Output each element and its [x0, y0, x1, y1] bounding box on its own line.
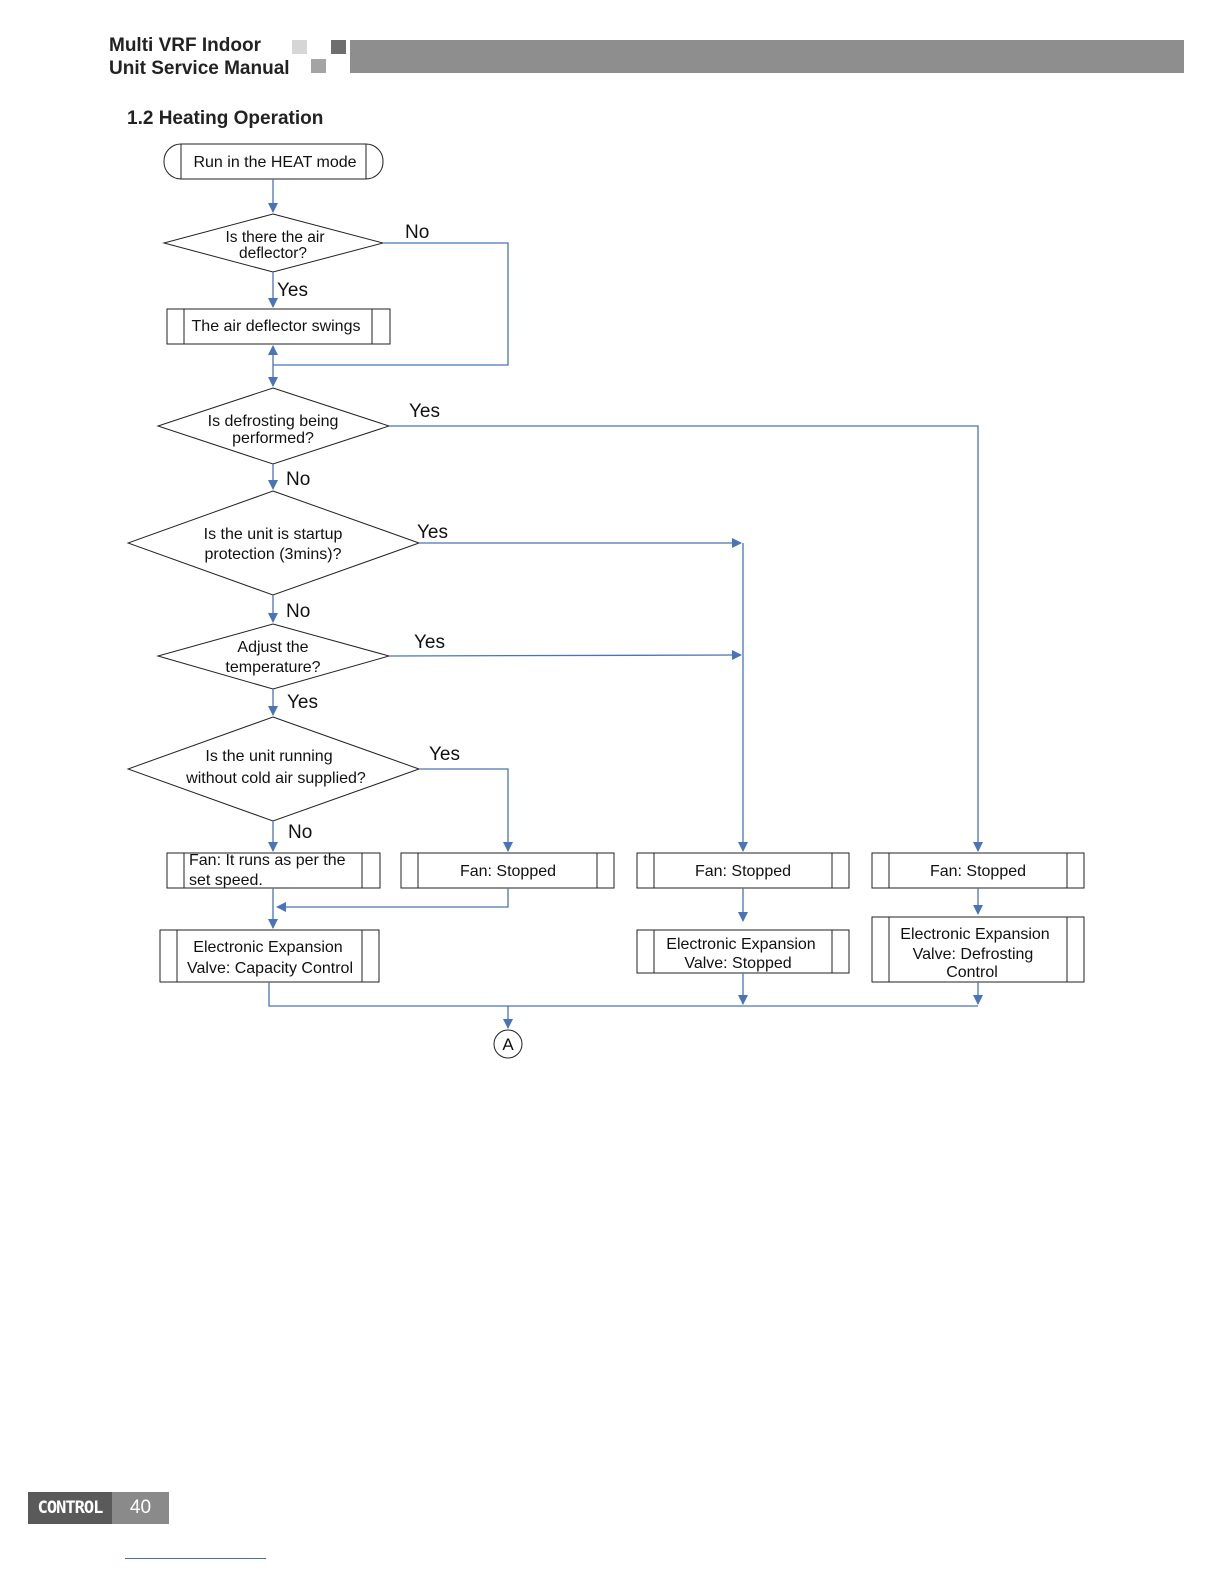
start-node: Run in the HEAT mode [163, 143, 384, 180]
decision-defrosting: Is defrosting being performed? [156, 387, 391, 465]
connector-a-label: A [502, 1035, 514, 1054]
decision-startup-protection: Is the unit is startup protection (3mins… [126, 490, 421, 596]
section-title: 1.2 Heating Operation [127, 108, 324, 129]
decision-air-deflector-line1: Is there the air [225, 229, 324, 246]
label-adjust-yes-down: Yes [287, 692, 318, 713]
process-fan-stopped-2: Fan: Stopped [636, 852, 850, 889]
eev-stopped-line1: Electronic Expansion [666, 936, 815, 953]
footer-section-label: CONTROL [28, 1492, 112, 1524]
decision-startup-line2: protection (3mins)? [205, 546, 342, 563]
label-cold-no: No [288, 822, 312, 843]
eev-defrost-line2: Valve: Defrosting [913, 946, 1034, 963]
label-adjust-yes-right: Yes [414, 632, 445, 653]
decision-cold-air: Is the unit running without cold air sup… [126, 716, 421, 822]
eev-stopped-line2: Valve: Stopped [684, 955, 791, 972]
process-eev-capacity: Electronic Expansion Valve: Capacity Con… [159, 929, 380, 983]
fan-stopped-2-label: Fan: Stopped [695, 863, 791, 880]
fan-stopped-3-label: Fan: Stopped [930, 863, 1026, 880]
connector-a: A [493, 1029, 523, 1059]
fan-stopped-1-label: Fan: Stopped [460, 863, 556, 880]
decision-air-deflector: Is there the air deflector? [162, 213, 385, 273]
header-decor-square-light [292, 40, 307, 54]
eev-capacity-line1: Electronic Expansion [193, 939, 342, 956]
label-deflector-no: No [405, 222, 429, 243]
manual-title-line1: Multi VRF Indoor [109, 35, 261, 56]
eev-capacity-line2: Valve: Capacity Control [187, 960, 353, 977]
manual-title-line2: Unit Service Manual [109, 58, 290, 79]
fan-set-speed-line1: Fan: It runs as per the [189, 852, 346, 869]
process-eev-defrost: Electronic Expansion Valve: Defrosting C… [871, 916, 1085, 983]
footer-page-number: 40 [129, 1497, 152, 1518]
decision-cold-air-line1: Is the unit running [205, 748, 332, 765]
branch-labels: No Yes Yes No Yes No Yes Yes Yes No [277, 222, 460, 843]
label-defrost-no: No [286, 469, 310, 490]
process-fan-set-speed: Fan: It runs as per the set speed. [166, 852, 381, 889]
label-startup-no: No [286, 601, 310, 622]
process-fan-stopped-1: Fan: Stopped [400, 852, 615, 889]
label-defrost-yes: Yes [409, 401, 440, 422]
label-cold-yes: Yes [429, 744, 460, 765]
eev-defrost-line3: Control [946, 964, 998, 981]
decision-air-deflector-line2: deflector? [239, 245, 307, 262]
eev-defrost-line1: Electronic Expansion [900, 926, 1049, 943]
decision-cold-air-line2: without cold air supplied? [185, 770, 366, 787]
flow-connectors [268, 179, 983, 1029]
process-deflector-swings-label: The air deflector swings [192, 318, 361, 335]
label-startup-yes: Yes [417, 522, 448, 543]
header-decor-square-mid [311, 59, 326, 73]
header-decor-square-dark [331, 40, 346, 54]
footer-page-tab: CONTROL 40 [28, 1492, 169, 1524]
decision-adjust-line1: Adjust the [237, 639, 308, 656]
footer-rule [125, 1558, 266, 1559]
process-eev-stopped: Electronic Expansion Valve: Stopped [636, 929, 850, 974]
process-fan-stopped-3: Fan: Stopped [871, 852, 1085, 889]
header-bar [350, 40, 1184, 73]
fan-set-speed-line2: set speed. [189, 872, 263, 889]
decision-defrosting-line2: performed? [232, 430, 314, 447]
process-deflector-swings: The air deflector swings [166, 308, 391, 345]
start-node-label: Run in the HEAT mode [193, 154, 356, 171]
decision-startup-line1: Is the unit is startup [204, 526, 343, 543]
label-deflector-yes: Yes [277, 280, 308, 301]
decision-adjust-temperature: Adjust the temperature? [156, 623, 391, 690]
decision-defrosting-line1: Is defrosting being [208, 413, 339, 430]
decision-adjust-line2: temperature? [225, 659, 320, 676]
